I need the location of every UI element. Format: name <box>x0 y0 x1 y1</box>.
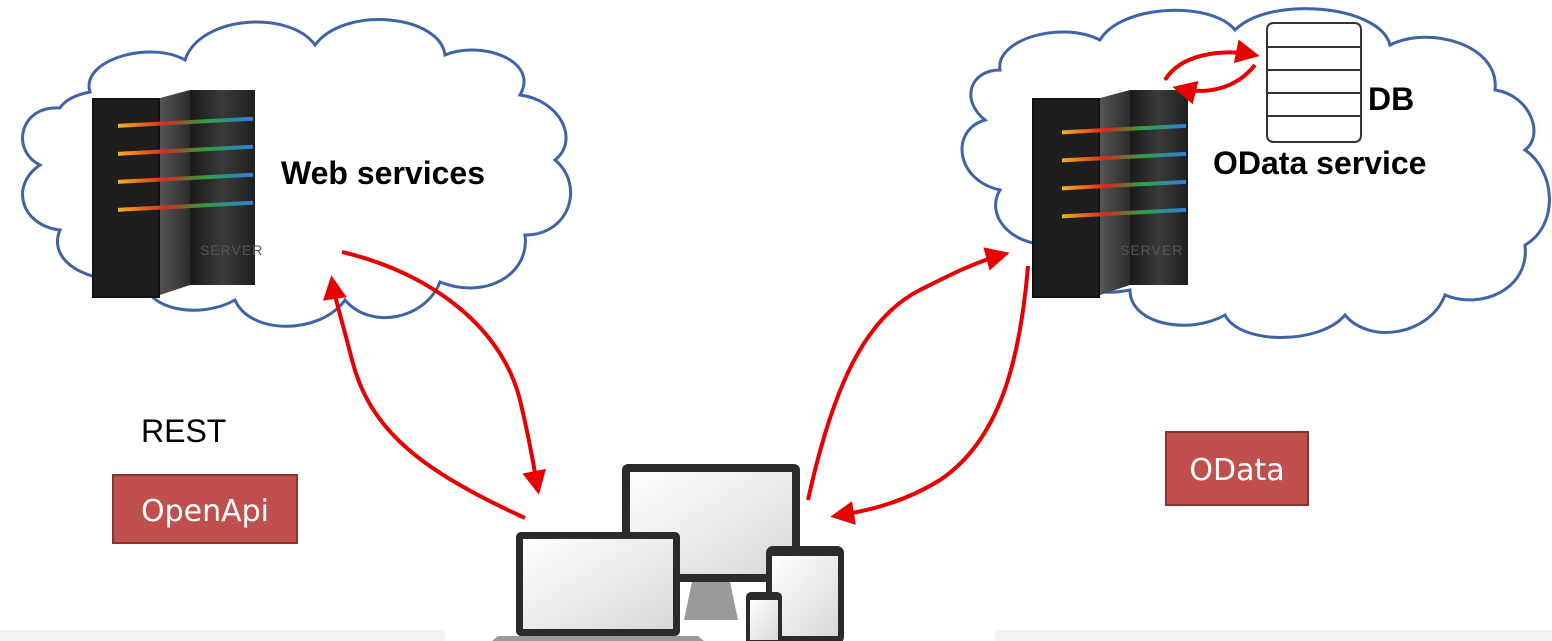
server-icon: SERVER <box>92 90 263 298</box>
response-arrow-from-odata-service <box>830 265 1030 525</box>
server-to-db-arrow <box>1163 39 1260 82</box>
odata-service-label: OData service <box>1213 145 1426 181</box>
openapi-badge-label: OpenApi <box>141 494 269 529</box>
bottom-right-divider <box>995 630 1552 641</box>
arrows <box>322 39 1260 525</box>
server-icon: SERVER <box>1032 90 1188 298</box>
db-to-server-arrow <box>1172 63 1257 105</box>
request-arrow-to-web-services <box>322 275 526 520</box>
rest-label: REST <box>141 413 226 449</box>
openapi-badge: OpenApi <box>112 474 298 544</box>
db-label: DB <box>1368 81 1414 117</box>
bottom-left-divider <box>0 630 445 641</box>
request-arrow-to-odata-service <box>806 247 1010 501</box>
database-icon <box>1266 22 1362 143</box>
devices-icon <box>492 464 844 641</box>
response-arrow-from-web-services <box>341 250 547 495</box>
odata-badge-label: OData <box>1189 453 1284 488</box>
server-plate: SERVER <box>200 242 263 258</box>
web-services-label: Web services <box>281 155 485 191</box>
odata-badge: OData <box>1165 431 1309 506</box>
server-plate: SERVER <box>1120 242 1183 258</box>
